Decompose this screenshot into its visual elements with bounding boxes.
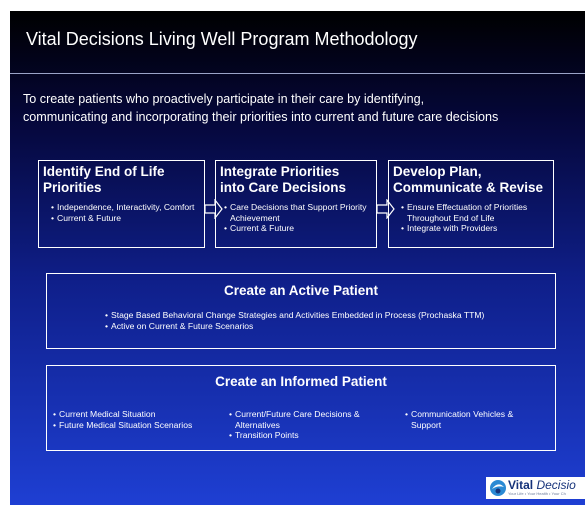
bullet-item: Current & Future xyxy=(49,213,204,224)
logo-tagline: Your Life • Your Health • Your Ch xyxy=(508,491,566,496)
slide-title: Vital Decisions Living Well Program Meth… xyxy=(26,29,418,49)
bullet-item: Independence, Interactivity, Comfort xyxy=(49,202,204,213)
step-box-develop-plan: Develop Plan, Communicate & Revise Ensur… xyxy=(388,160,554,248)
informed-patient-heading: Create an Informed Patient xyxy=(215,374,387,389)
step-heading-line: Identify End of Life xyxy=(43,164,165,179)
step-heading-line: Integrate Priorities xyxy=(220,164,340,179)
presentation-slide: Vital Decisions Living Well Program Meth… xyxy=(10,11,585,505)
step-heading: Integrate Priorities into Care Decisions xyxy=(220,164,376,196)
active-patient-bullets: Stage Based Behavioral Change Strategies… xyxy=(103,310,555,331)
title-divider xyxy=(10,73,585,74)
step-heading-line: Develop Plan, xyxy=(393,164,482,179)
intro-text: To create patients who proactively parti… xyxy=(23,90,585,126)
intro-line: communicating and incorporating their pr… xyxy=(23,110,499,124)
informed-column: Communication Vehicles & Support xyxy=(403,409,543,430)
step-heading: Identify End of Life Priorities xyxy=(43,164,204,196)
bullet-item: Stage Based Behavioral Change Strategies… xyxy=(103,310,555,321)
bullet-item: Current Medical Situation xyxy=(51,409,221,420)
right-arrow-icon xyxy=(377,199,395,219)
step-heading-line: Priorities xyxy=(43,180,102,195)
bullet-item: Current/Future Care Decisions & Alternat… xyxy=(227,409,375,430)
bullet-item: Integrate with Providers xyxy=(399,223,553,234)
bullet-item: Active on Current & Future Scenarios xyxy=(103,321,555,332)
bullet-item: Care Decisions that Support Priority Ach… xyxy=(222,202,376,223)
bullet-item: Transition Points xyxy=(227,430,375,441)
step-bullets: Ensure Effectuation of Priorities Throug… xyxy=(399,202,553,234)
logo-wordmark: Vital Decisio xyxy=(508,478,576,492)
active-patient-heading: Create an Active Patient xyxy=(223,283,379,298)
logo-name-bold: Vital xyxy=(508,478,534,492)
step-heading-line: into Care Decisions xyxy=(220,180,347,195)
informed-column: Current/Future Care Decisions & Alternat… xyxy=(227,409,375,441)
logo-name-italic: Decisio xyxy=(536,478,576,492)
intro-line: To create patients who proactively parti… xyxy=(23,92,425,106)
active-patient-box: Create an Active Patient Stage Based Beh… xyxy=(46,273,556,349)
step-heading-line: Communicate & Revise xyxy=(393,180,544,195)
step-box-identify-priorities: Identify End of Life Priorities Independ… xyxy=(38,160,205,248)
vital-decisions-logo: Vital Decisio Your Life • Your Health • … xyxy=(486,477,585,499)
bullet-item: Communication Vehicles & Support xyxy=(403,409,543,430)
step-heading: Develop Plan, Communicate & Revise xyxy=(393,164,553,196)
step-box-integrate-priorities: Integrate Priorities into Care Decisions… xyxy=(215,160,377,248)
informed-patient-box: Create an Informed Patient Current Medic… xyxy=(46,365,556,451)
informed-column: Current Medical Situation Future Medical… xyxy=(51,409,221,430)
bullet-item: Current & Future xyxy=(222,223,376,234)
logo-mark-icon xyxy=(490,480,506,496)
step-bullets: Care Decisions that Support Priority Ach… xyxy=(222,202,376,234)
bullet-item: Ensure Effectuation of Priorities Throug… xyxy=(399,202,553,223)
step-bullets: Independence, Interactivity, Comfort Cur… xyxy=(49,202,204,223)
bullet-item: Future Medical Situation Scenarios xyxy=(51,420,221,431)
